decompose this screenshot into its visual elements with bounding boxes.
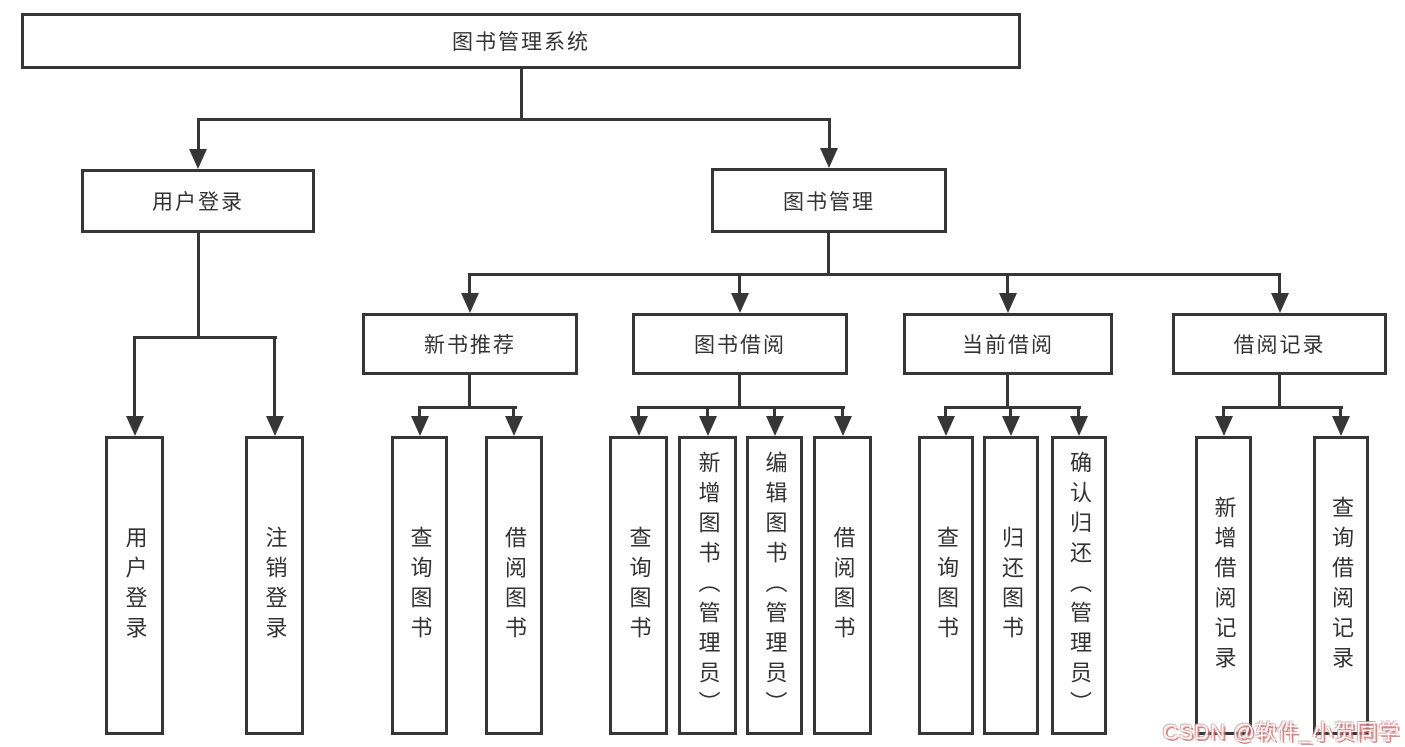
node-book-borrowing: 图书借阅 [632,313,848,375]
leaf-newbook-query-book: 查询图书 [391,436,448,735]
leaf-current-query-book: 查询图书 [918,436,974,735]
arrow-down-icon [699,416,717,436]
connector-line [738,273,741,295]
arrow-down-icon [461,293,479,313]
arrow-down-icon [189,149,207,169]
arrow-down-icon [1215,416,1233,436]
connector-line [1278,375,1281,409]
node-root-label: 图书管理系统 [452,31,590,54]
leaf-label: 用户登录 [122,525,148,646]
arrow-down-icon [126,416,144,436]
node-new-book-recommend-label: 新书推荐 [424,334,516,357]
node-book-management-label: 图书管理 [783,190,875,214]
connector-line [197,118,831,121]
connector-line [273,336,276,418]
leaf-label: 注销登录 [262,525,288,646]
arrow-down-icon [505,416,523,436]
connector-line [1006,273,1009,295]
leaf-current-confirm-return-admin: 确认归还（管理员） [1051,436,1107,735]
arrow-down-icon [266,416,284,436]
node-borrowing-records-label: 借阅记录 [1233,334,1326,357]
node-new-book-recommend: 新书推荐 [362,313,578,375]
arrow-down-icon [820,148,838,168]
connector-line [1222,406,1343,409]
leaf-record-query-borrow-record: 查询借阅记录 [1313,436,1369,735]
leaf-logout: 注销登录 [245,436,304,735]
arrow-down-icon [1070,416,1088,436]
leaf-label: 新增借阅记录 [1211,495,1237,676]
connector-line [944,406,1081,409]
connector-line [1077,406,1080,417]
leaf-label: 查询图书 [626,525,652,646]
arrow-down-icon [630,416,648,436]
node-current-borrowing-label: 当前借阅 [962,334,1054,357]
connector-line [841,406,844,417]
leaf-borrowing-query-book: 查询图书 [609,436,668,735]
connector-line [706,406,709,417]
leaf-label: 编辑图书（管理员） [762,450,788,721]
connector-line [637,406,845,409]
node-root: 图书管理系统 [21,13,1021,69]
arrow-down-icon [1332,416,1350,436]
leaf-label: 查询图书 [934,525,959,646]
connector-line [133,336,136,418]
connector-line [1006,375,1009,409]
connector-line [828,118,831,149]
leaf-borrowing-borrow-book: 借阅图书 [813,436,872,735]
arrow-down-icon [1271,293,1289,313]
node-borrowing-records: 借阅记录 [1172,313,1387,375]
leaf-label: 借阅图书 [502,525,527,646]
connector-line [418,406,421,417]
connector-line [512,406,515,417]
connector-line [197,118,200,150]
leaf-user-login: 用户登录 [105,436,164,735]
arrow-down-icon [731,293,749,313]
arrow-down-icon [1002,416,1020,436]
leaf-newbook-borrow-book: 借阅图书 [485,436,543,735]
leaf-record-add-borrow-record: 新增借阅记录 [1195,436,1252,735]
leaf-label: 确认归还（管理员） [1067,450,1092,721]
connector-line [468,273,1281,276]
arrow-down-icon [411,416,429,436]
leaf-label: 查询图书 [407,525,433,646]
node-book-management: 图书管理 [711,168,947,233]
connector-line [738,375,741,409]
node-user-login: 用户登录 [81,169,315,233]
connector-line [827,233,830,276]
connector-line [944,406,947,417]
connector-line [133,336,277,339]
connector-line [773,406,776,417]
arrow-down-icon [937,416,955,436]
connector-line [1278,273,1281,295]
leaf-current-return-book: 归还图书 [983,436,1039,735]
leaf-label: 查询借阅记录 [1329,495,1354,676]
connector-line [1339,406,1342,417]
connector-line [468,273,471,295]
connector-line [1009,406,1012,417]
leaf-label: 新增图书（管理员） [695,450,721,721]
leaf-borrowing-edit-book-admin: 编辑图书（管理员） [746,436,803,735]
node-current-borrowing: 当前借阅 [903,313,1113,375]
connector-line [468,375,471,409]
connector-line [637,406,640,417]
arrow-down-icon [766,416,784,436]
connector-line [418,406,517,409]
csdn-watermark: CSDN @软件_小贺同学 [1162,721,1400,744]
connector-line [197,233,200,339]
connector-line [1222,406,1225,417]
arrow-down-icon [999,293,1017,313]
node-user-login-label: 用户登录 [152,191,244,214]
arrow-down-icon [834,416,852,436]
leaf-label: 归还图书 [999,525,1024,646]
leaf-label: 借阅图书 [830,525,856,646]
leaf-borrowing-add-book-admin: 新增图书（管理员） [678,436,737,735]
connector-line [520,69,523,121]
node-book-borrowing-label: 图书借阅 [694,334,786,357]
